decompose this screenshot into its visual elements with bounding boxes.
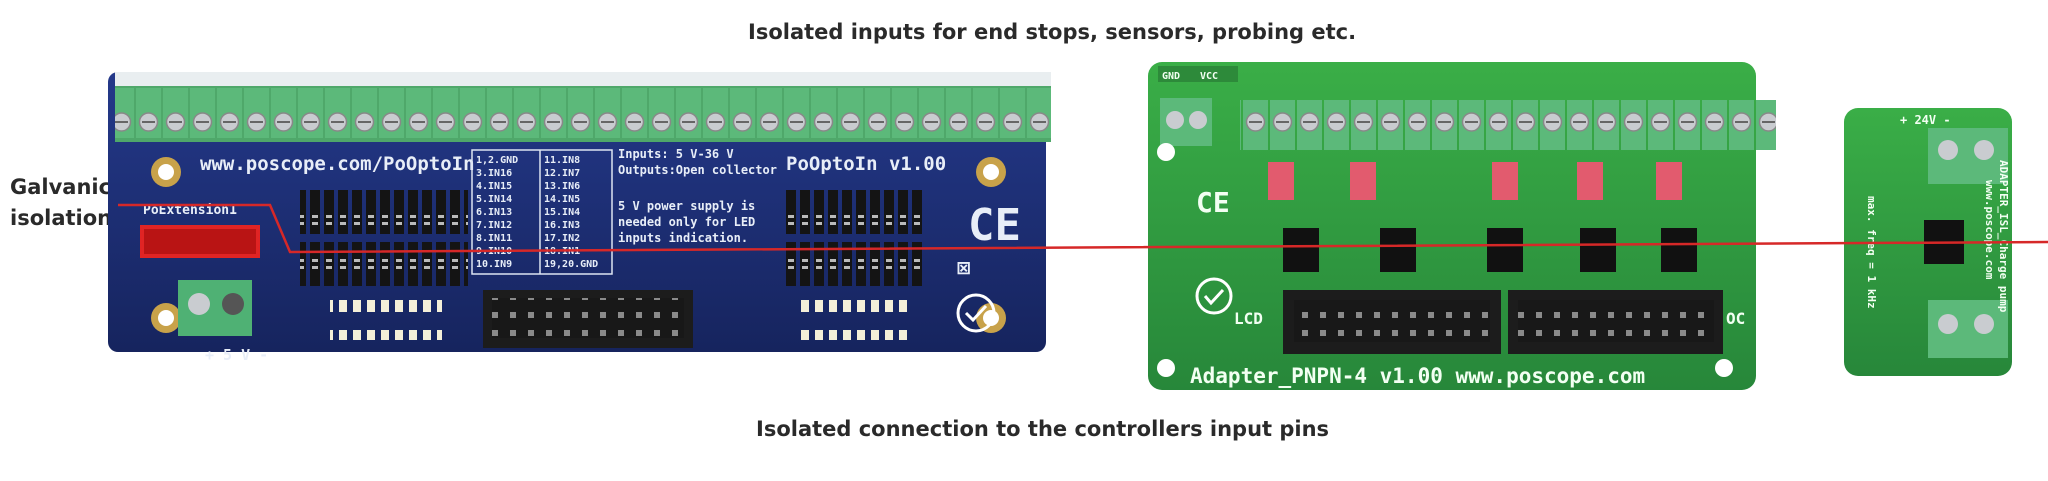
galvanic-isolation-line1: Galvanic (10, 175, 112, 199)
small-url: www.poscope.com (1983, 180, 1996, 280)
check-icon-green (1195, 277, 1233, 315)
pooptoin-name: PoOptoIn v1.00 (786, 153, 946, 175)
spec-inputs: Inputs: 5 V-36 V (618, 147, 734, 161)
isolation-line (118, 203, 2048, 254)
pin-table (471, 149, 613, 275)
note-line1: 5 V power supply is (618, 199, 755, 213)
small-freq: max. freq = 1 kHz (1865, 196, 1878, 309)
top-caption: Isolated inputs for end stops, sensors, … (748, 20, 1357, 44)
weee-icon: ⊠ (957, 256, 970, 281)
oc-label: OC (1726, 309, 1745, 328)
power-label: + 5 V - (205, 346, 268, 364)
input-leds-right (800, 300, 912, 340)
ce-mark-green: CE (1196, 186, 1230, 219)
green-top-gnd: GND (1162, 71, 1180, 82)
galvanic-isolation-caption: Galvanic isolation (10, 172, 120, 234)
pin-table-entry: 11.IN8 (544, 155, 580, 166)
note-line3: inputs indication. (618, 231, 748, 245)
pin-table-entry: 13.IN6 (544, 181, 580, 192)
optocoupler-row-right (786, 190, 926, 234)
pooptoin-board: www.poscope.com/PoOptoIn PoOptoIn v1.00 … (108, 72, 1051, 364)
green-terminal-strip (1240, 100, 1776, 150)
pin-table-entry: 12.IN7 (544, 168, 580, 179)
spec-outputs: Outputs:Open collector (618, 163, 777, 177)
pin-table-entry: 7.IN12 (476, 220, 512, 231)
green-optocouplers (1283, 228, 1697, 272)
pnp-npn-jumpers (1268, 162, 1682, 200)
pin-table-entry: 15.IN4 (544, 207, 580, 218)
pin-table-entry: 4.IN15 (476, 181, 512, 192)
small-voltage-label: + 24V - (1900, 113, 1951, 127)
pin-table-entry: 10.IN9 (476, 259, 512, 270)
optocoupler-row-left (300, 190, 468, 234)
pin-table-entry: 16.IN3 (544, 220, 580, 231)
galvanic-isolation-line2: isolation (10, 206, 113, 230)
adapter-pnpn-board: GND VCC CE (1148, 62, 1776, 390)
extension-label: PoExtension1 (143, 203, 237, 218)
pin-table-entry: 14.IN5 (544, 194, 580, 205)
pin-table-entry: 5.IN14 (476, 194, 512, 205)
check-icon (956, 293, 996, 333)
ce-mark-blue: CE (968, 200, 1021, 251)
pin-table-entry: 3.IN16 (476, 168, 512, 179)
adapter-title: Adapter_PNPN-4 v1.00 www.poscope.com (1190, 364, 1645, 388)
note-line2: needed only for LED (618, 215, 755, 229)
lcd-label: LCD (1234, 309, 1263, 328)
pin-table-entry: 1,2.GND (476, 155, 518, 166)
green-top-vcc: VCC (1200, 71, 1218, 82)
small-side-text: ADAPTER_ISL_Charge pump (1997, 160, 2010, 313)
pin-table-entry: 19,20.GND (544, 259, 598, 270)
input-leds-left (330, 300, 442, 340)
pin-table-entry: 17.IN2 (544, 233, 580, 244)
pin-table-entry: 8.IN11 (476, 233, 512, 244)
bottom-caption: Isolated connection to the controllers i… (756, 417, 1330, 441)
pin-table-entry: 6.IN13 (476, 207, 512, 218)
pooptoin-url: www.poscope.com/PoOptoIn (200, 153, 475, 175)
